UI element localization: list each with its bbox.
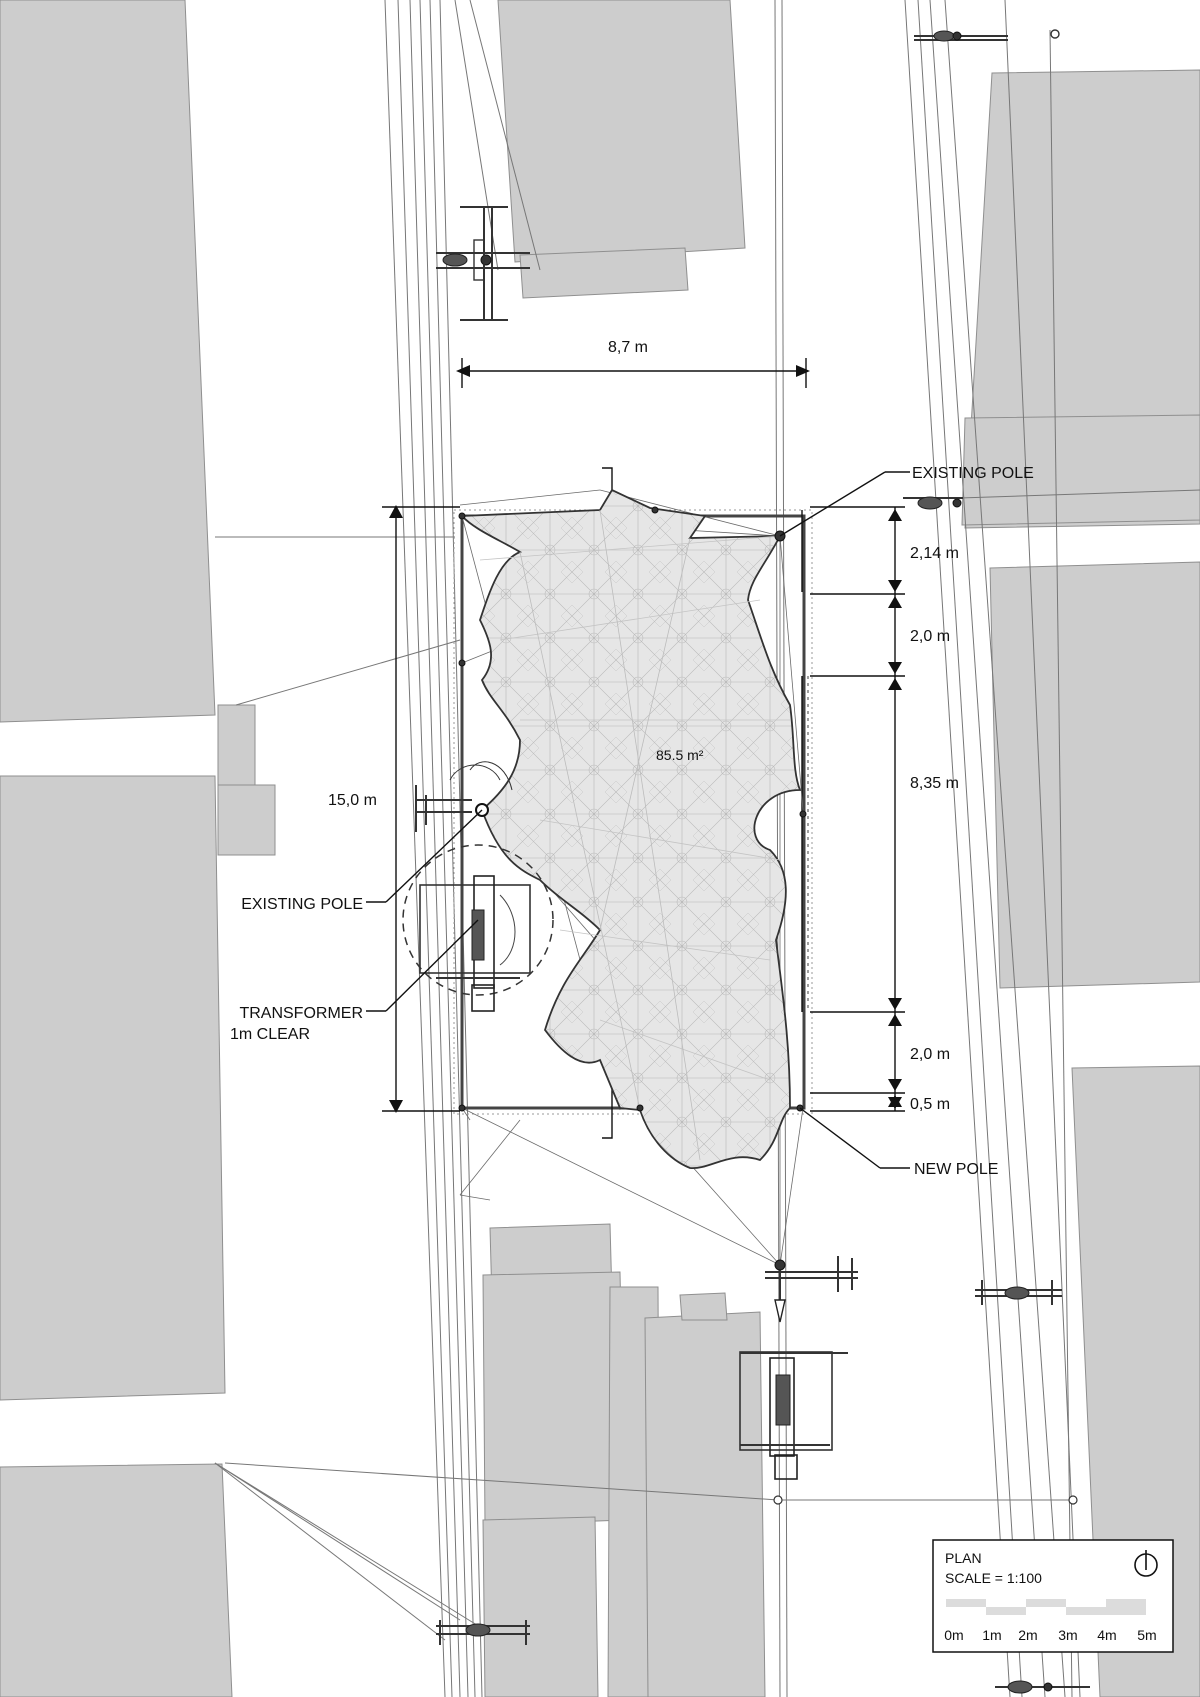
legend-box: PLAN SCALE = 1:100 0m 1m 2m 3m 4m 5m bbox=[932, 1539, 1174, 1653]
building-left-bottom bbox=[0, 1463, 233, 1697]
scale-bar bbox=[946, 1599, 1146, 1615]
label-transformer: TRANSFORMER bbox=[239, 1005, 363, 1022]
scale-tick-2: 2m bbox=[1018, 1627, 1037, 1643]
membrane-canopy: 85.5 m² bbox=[460, 488, 802, 1169]
crossarm-right-existing bbox=[903, 496, 963, 510]
scale-tick-5: 5m bbox=[1137, 1627, 1156, 1643]
transformer-lower bbox=[739, 1351, 848, 1480]
overhead-wires bbox=[214, 0, 1200, 1697]
north-arrow-icon bbox=[1134, 1550, 1158, 1577]
legend-scale: SCALE = 1:100 bbox=[945, 1570, 1042, 1586]
dim-right-4: 2,0 m bbox=[910, 1046, 950, 1063]
scale-tick-0: 0m bbox=[944, 1627, 963, 1643]
transformer bbox=[402, 844, 554, 1012]
crossarm-bottom-right bbox=[995, 1680, 1090, 1694]
canopy-membrane bbox=[460, 488, 802, 1169]
building-bottom-center-6 bbox=[482, 1516, 599, 1697]
building-top-center-annex bbox=[519, 247, 689, 299]
label-existing-pole-top: EXISTING POLE bbox=[912, 465, 1034, 482]
crossarm-bottom-left bbox=[436, 1620, 530, 1645]
building-top-center bbox=[497, 0, 746, 263]
dimension-lines: 8,7 m 15,0 m 2,14 m 2,0 m 8,35 m 2,0 m 0… bbox=[328, 339, 959, 1113]
building-left-lower bbox=[0, 775, 226, 1401]
building-bottom-center-2 bbox=[482, 1271, 626, 1526]
building-left-annex-2 bbox=[217, 784, 276, 856]
pole-hardware bbox=[402, 29, 1090, 1694]
label-transformer-clear: 1m CLEAR bbox=[230, 1026, 310, 1043]
scale-tick-1: 1m bbox=[982, 1627, 1001, 1643]
dim-right-3: 8,35 m bbox=[910, 775, 959, 792]
building-left-upper bbox=[0, 0, 216, 723]
crossarm-top-right bbox=[914, 29, 1060, 42]
building-bottom-center-5 bbox=[679, 1292, 728, 1321]
crossarm-new-pole bbox=[765, 1256, 858, 1323]
crossarm-right-lower bbox=[975, 1280, 1062, 1305]
building-right-middle bbox=[989, 561, 1200, 989]
building-bottom-center-4 bbox=[644, 1311, 766, 1697]
label-new-pole: NEW POLE bbox=[914, 1161, 998, 1178]
legend-title: PLAN bbox=[945, 1550, 982, 1566]
scale-tick-4: 4m bbox=[1097, 1627, 1116, 1643]
dim-right-2: 2,0 m bbox=[910, 628, 950, 645]
crossarm-top-left bbox=[436, 206, 530, 321]
dim-right-5: 0,5 m bbox=[910, 1096, 950, 1113]
canopy-area-label: 85.5 m² bbox=[656, 747, 704, 763]
callouts: EXISTING POLE EXISTING POLE TRANSFORMER … bbox=[230, 465, 1034, 1178]
scale-tick-3: 3m bbox=[1058, 1627, 1077, 1643]
crossarm-left-existing bbox=[415, 761, 513, 832]
dim-right-1: 2,14 m bbox=[910, 545, 959, 562]
dim-height-label: 15,0 m bbox=[328, 792, 377, 809]
scale-ticks: 0m 1m 2m 3m 4m 5m bbox=[944, 1627, 1156, 1643]
label-existing-pole-left: EXISTING POLE bbox=[241, 896, 363, 913]
dim-width-label: 8,7 m bbox=[608, 339, 648, 356]
building-left-annex-1 bbox=[217, 704, 256, 786]
